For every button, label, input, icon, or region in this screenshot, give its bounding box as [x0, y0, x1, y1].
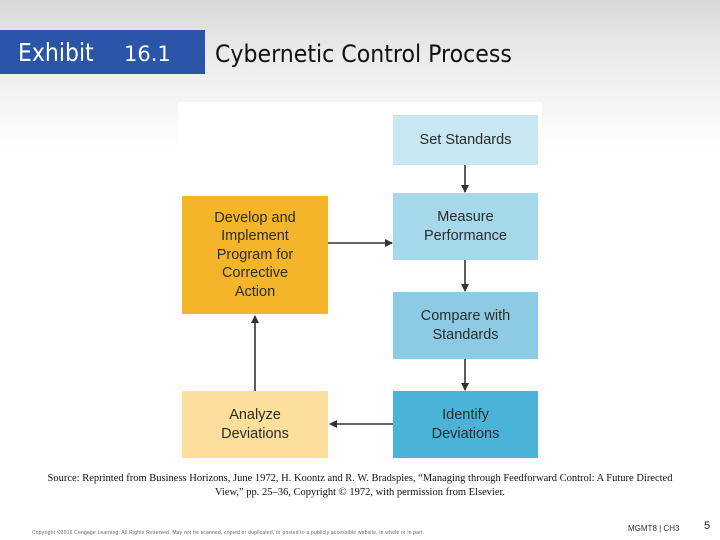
measure-performance-box: Measure Performance: [393, 193, 538, 260]
exhibit-number: 16.1: [124, 42, 171, 66]
slide-title: Cybernetic Control Process: [215, 40, 512, 68]
analyze-deviations-box: Analyze Deviations: [182, 391, 328, 458]
course-label: MGMT8 | CH3: [628, 524, 680, 533]
set-standards-box: Set Standards: [393, 115, 538, 165]
source-citation: Source: Reprinted from Business Horizons…: [47, 473, 673, 498]
identify-deviations-box: Identify Deviations: [393, 391, 538, 458]
exhibit-word: Exhibit: [18, 37, 94, 67]
develop-program-box: Develop and Implement Program for Correc…: [182, 196, 328, 314]
copyright-notice: Copyright ©2016 Cengage Learning. All Ri…: [32, 530, 425, 536]
exhibit-label-box: Exhibit 16.1: [0, 30, 205, 74]
compare-standards-box: Compare with Standards: [393, 292, 538, 359]
page-number: 5: [704, 520, 711, 532]
